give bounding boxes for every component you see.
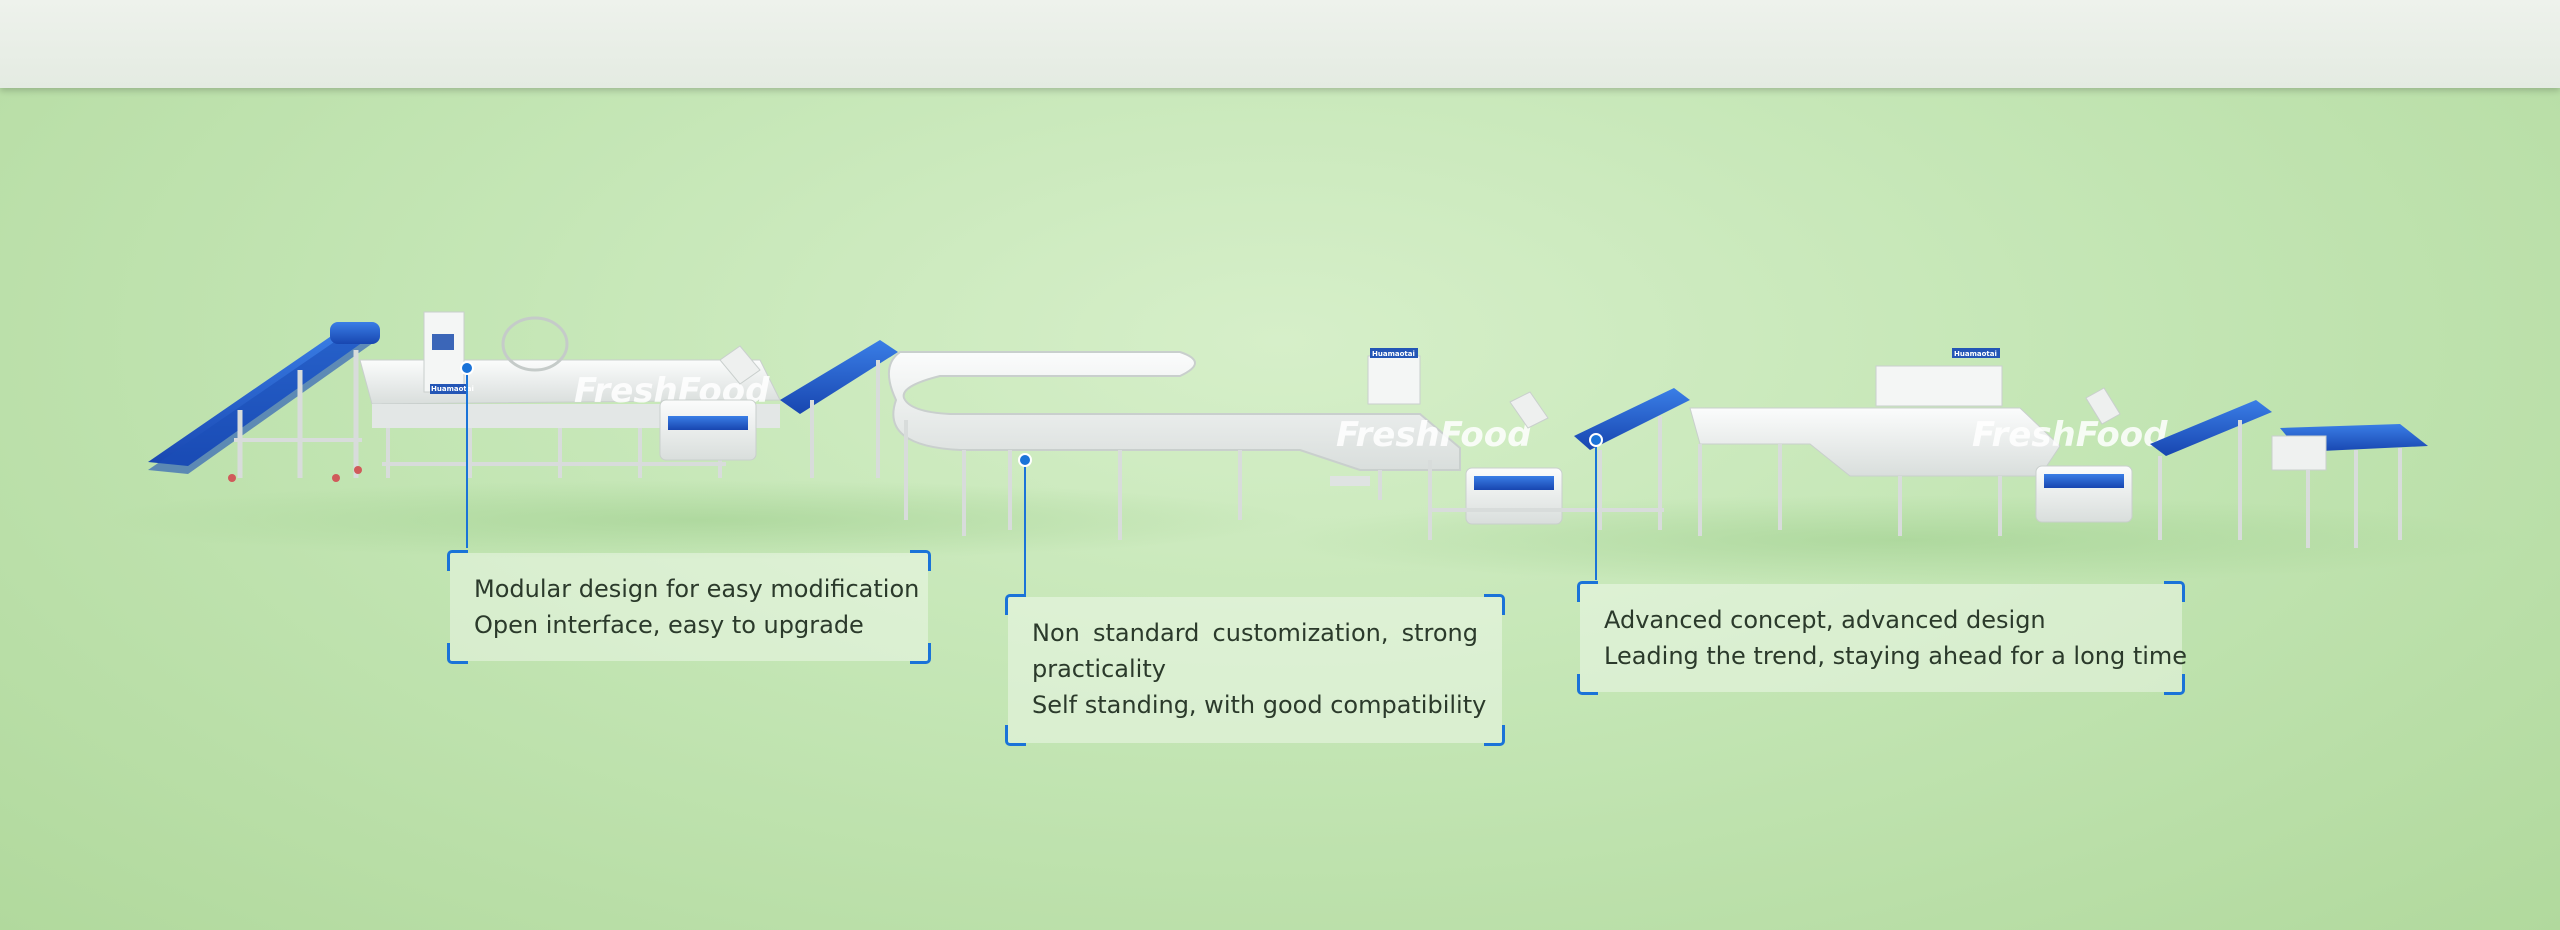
dewatering-unit-1 bbox=[659, 340, 898, 478]
washing-machine-2: Huamaotai FreshFood bbox=[1689, 348, 2168, 536]
callout-line: Modular design for easy modification bbox=[474, 575, 920, 603]
callout-line: Open interface, easy to upgrade bbox=[474, 611, 864, 639]
corner-bracket bbox=[447, 643, 468, 664]
callout-connector-3 bbox=[1589, 433, 1603, 580]
callout-line: Advanced concept, advanced design bbox=[1604, 606, 2046, 634]
brand-plate-3: Huamaotai bbox=[1954, 350, 1997, 358]
callout-connector-2 bbox=[1018, 453, 1032, 594]
corner-bracket bbox=[447, 550, 468, 571]
dewatering-unit-3 bbox=[2035, 387, 2272, 540]
corner-bracket bbox=[2164, 674, 2185, 695]
watermark-freshfood-3: FreshFood bbox=[1972, 415, 2168, 455]
callout-line: Non standard customization, strong bbox=[1032, 619, 1478, 647]
loop-flume-machine: Huamaotai FreshFood bbox=[888, 348, 1532, 540]
watermark-freshfood-2: FreshFood bbox=[1336, 415, 1532, 455]
corner-bracket bbox=[1577, 581, 1598, 602]
corner-bracket bbox=[1484, 594, 1505, 615]
dewatering-unit-2 bbox=[1428, 388, 1690, 540]
corner-bracket bbox=[910, 643, 931, 664]
brand-plate-2: Huamaotai bbox=[1372, 350, 1415, 358]
corner-bracket bbox=[1577, 674, 1598, 695]
callout-line: Leading the trend, staying ahead for a l… bbox=[1604, 642, 2188, 670]
callout-connector-1 bbox=[460, 361, 474, 548]
corner-bracket bbox=[1005, 725, 1026, 746]
corner-bracket bbox=[1005, 594, 1026, 615]
callout-line: practicality bbox=[1032, 655, 1166, 683]
top-band bbox=[0, 0, 2560, 88]
corner-bracket bbox=[2164, 581, 2185, 602]
callout-line: Self standing, with good compatibility bbox=[1032, 691, 1487, 719]
brand-plate-1: Huamaotai bbox=[431, 385, 474, 393]
callout-modular-design: Modular design for easy modification Ope… bbox=[447, 550, 931, 664]
callout-customization: Non standard customization, strong pract… bbox=[1005, 594, 1505, 746]
flat-conveyor-end bbox=[2271, 424, 2428, 548]
corner-bracket bbox=[1484, 725, 1505, 746]
incline-conveyor-1 bbox=[148, 322, 380, 482]
callout-advanced-concept: Advanced concept, advanced design Leadin… bbox=[1577, 581, 2188, 695]
corner-bracket bbox=[910, 550, 931, 571]
